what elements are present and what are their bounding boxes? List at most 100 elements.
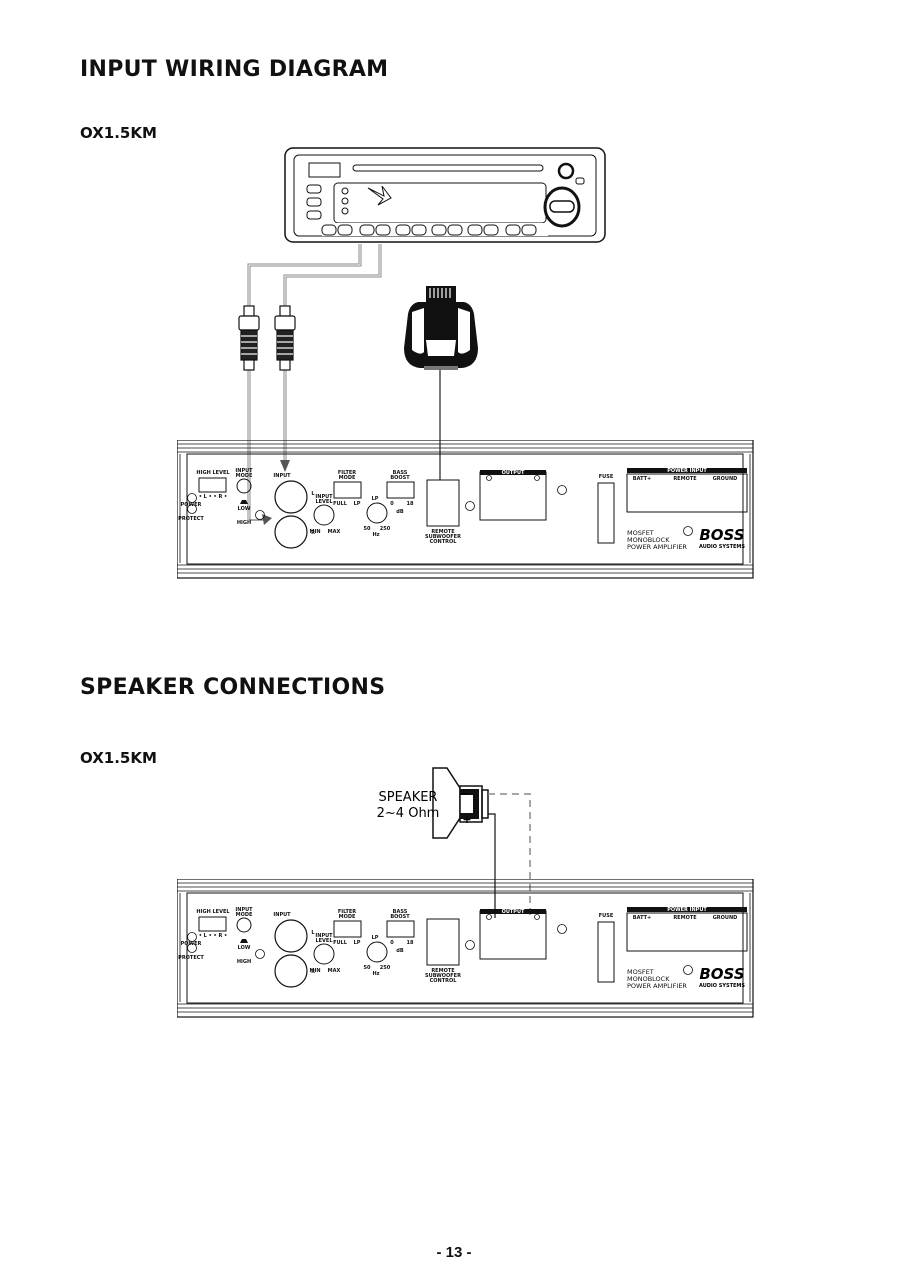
filter-mode-label: FILTER <box>338 470 356 476</box>
rca-plug-right <box>274 305 296 371</box>
speaker-icon <box>432 767 489 839</box>
power-input-label: POWER INPUT <box>667 468 707 474</box>
power-input-label: POWER INPUT <box>667 907 707 913</box>
db-label: dB <box>396 948 404 954</box>
boost-18-label: 18 <box>407 940 414 946</box>
svg-text:CONTROL: CONTROL <box>430 978 458 984</box>
fuse-label: FUSE <box>599 913 614 919</box>
bass-boost-label: BASS <box>393 470 408 476</box>
boost-0-label: 0 <box>390 940 394 946</box>
bass-boost-label: BASS <box>393 909 408 915</box>
batt-label: BATT+ <box>633 915 651 921</box>
low-label: LOW <box>238 945 251 951</box>
input-level-label: INPUT <box>315 494 333 500</box>
svg-text:MODE: MODE <box>236 473 253 479</box>
svg-text:SUBWOOFER: SUBWOOFER <box>425 973 461 979</box>
rca-plug-left <box>238 305 260 371</box>
speaker-minus-label: − <box>460 787 469 800</box>
max-label: MAX <box>328 529 341 535</box>
batt-label: BATT+ <box>633 476 651 482</box>
lp-knob-label: LP <box>372 496 379 502</box>
svg-text:POWER AMPLIFIER: POWER AMPLIFIER <box>627 982 687 990</box>
output-label: OUTPUT <box>502 470 525 476</box>
boss-logo-sub: AUDIO SYSTEMS <box>699 544 745 550</box>
boost-0-label: 0 <box>390 501 394 507</box>
head-unit-radio <box>284 147 606 243</box>
freq-250-label: 250 <box>380 965 391 971</box>
input-l-label: L <box>311 930 315 936</box>
fuse-label: FUSE <box>599 474 614 480</box>
input-label: INPUT <box>273 912 291 918</box>
svg-text:CONTROL: CONTROL <box>430 539 458 545</box>
svg-text:BOOST: BOOST <box>390 914 410 920</box>
high-level-label: HIGH LEVEL <box>196 470 230 476</box>
mosfet-text: MOSFET <box>627 529 654 537</box>
output-label: OUTPUT <box>502 909 525 915</box>
speaker-plus-label: + <box>462 813 471 826</box>
svg-text:MODE: MODE <box>339 475 356 481</box>
input-r-label: R <box>311 969 315 975</box>
hz-label: Hz <box>372 532 379 538</box>
section-title-speaker-connections: SPEAKER CONNECTIONS <box>80 675 386 700</box>
power-led-label: POWER <box>181 941 202 947</box>
high-label: HIGH <box>237 520 251 526</box>
remote-sub-label: REMOTE <box>431 968 455 974</box>
hz-label: Hz <box>372 971 379 977</box>
speaker-diagram: − + SPEAKER 2~4 Ohm <box>377 767 531 918</box>
amplifier-bottom: HIGH LEVEL • L • • R • INPUT MODE LOW HI… <box>177 879 754 1018</box>
freq-250-label: 250 <box>380 526 391 532</box>
remote-subwoofer-control-knob <box>404 286 478 370</box>
input-label: INPUT <box>273 473 291 479</box>
svg-text:SUBWOOFER: SUBWOOFER <box>425 534 461 540</box>
lp-knob-label: LP <box>372 935 379 941</box>
input-mode-label: INPUT <box>235 468 253 474</box>
speaker-negative-wire <box>488 793 531 918</box>
svg-text:BOOST: BOOST <box>390 475 410 481</box>
section-title-input-wiring: INPUT WIRING DIAGRAM <box>80 57 389 82</box>
svg-text:MONOBLOCK: MONOBLOCK <box>627 536 670 544</box>
filter-mode-label: FILTER <box>338 909 356 915</box>
remote-terminal-label: REMOTE <box>673 476 697 482</box>
page-number: - 13 - <box>436 1244 472 1261</box>
db-label: dB <box>396 509 404 515</box>
input-mode-label: INPUT <box>235 907 253 913</box>
freq-50-label: 50 <box>364 526 371 532</box>
freq-50-label: 50 <box>364 965 371 971</box>
input-level-label: INPUT <box>315 933 333 939</box>
full-label: FULL <box>333 501 348 507</box>
input-l-label: L <box>311 491 315 497</box>
power-led-label: POWER <box>181 502 202 508</box>
high-level-sub: • L • • R • <box>199 933 228 939</box>
high-level-sub: • L • • R • <box>199 494 228 500</box>
remote-sub-label: REMOTE <box>431 529 455 535</box>
mosfet-text: MOSFET <box>627 968 654 976</box>
boss-logo: BOSS <box>699 965 744 983</box>
svg-text:MODE: MODE <box>339 914 356 920</box>
lp-label: LP <box>354 940 361 946</box>
low-label: LOW <box>238 506 251 512</box>
boss-logo-sub: AUDIO SYSTEMS <box>699 983 745 989</box>
boss-logo: BOSS <box>699 526 744 544</box>
svg-text:MONOBLOCK: MONOBLOCK <box>627 975 670 983</box>
ground-label: GROUND <box>713 915 738 921</box>
amplifier-top: HIGH LEVEL • L • • R • INPUT MODE LOW HI… <box>177 440 754 579</box>
svg-text:POWER AMPLIFIER: POWER AMPLIFIER <box>627 543 687 551</box>
ground-label: GROUND <box>713 476 738 482</box>
max-label: MAX <box>328 968 341 974</box>
min-label: MIN <box>309 968 320 974</box>
protect-led-label: PROTECT <box>178 516 204 522</box>
protect-led-label: PROTECT <box>178 955 204 961</box>
model-label-2: OX1.5KM <box>80 749 157 767</box>
remote-terminal-label: REMOTE <box>673 915 697 921</box>
svg-text:LEVEL: LEVEL <box>315 938 333 944</box>
high-level-label: HIGH LEVEL <box>196 909 230 915</box>
rca-cables <box>247 244 382 521</box>
speaker-label: SPEAKER <box>379 790 438 805</box>
full-label: FULL <box>333 940 348 946</box>
high-label: HIGH <box>237 959 251 965</box>
svg-text:LEVEL: LEVEL <box>315 499 333 505</box>
lp-label: LP <box>354 501 361 507</box>
svg-text:MODE: MODE <box>236 912 253 918</box>
model-label-1: OX1.5KM <box>80 124 157 142</box>
input-wiring-diagram <box>238 147 606 525</box>
